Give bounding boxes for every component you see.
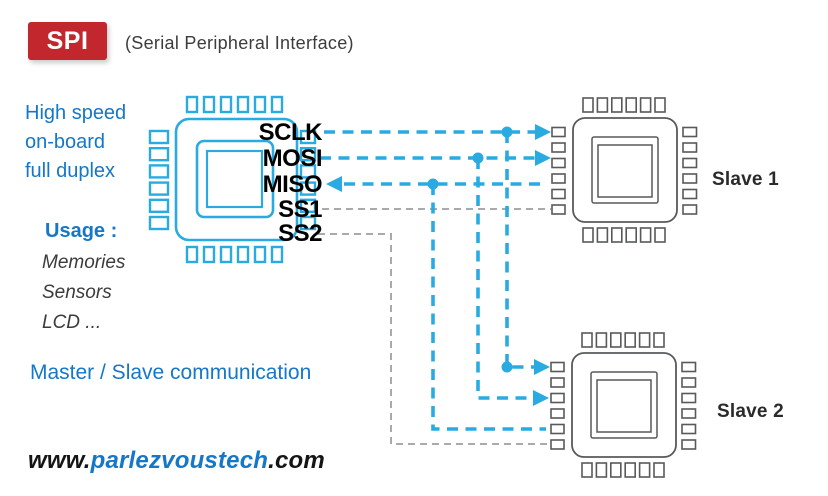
signal-label-sclk: SCLK [258,119,323,146]
miso-branch-line [431,184,546,431]
mosi-slave1-arrow [535,150,551,166]
mosi-branch-line [476,158,533,400]
miso-junction-dot [427,178,439,190]
sclk-junction-dot [501,126,513,138]
sclk-branch-line [505,132,534,369]
website-url: www.parlezvoustech.com [28,447,325,475]
usage-item-sensors: Sensors [42,282,112,303]
slave-select-lines [318,208,551,445]
slave-1-label: Slave 1 [712,169,779,190]
signal-label-ss2: SS2 [278,220,322,247]
sclk-slave2-arrow [534,359,550,375]
signal-label-miso: MISO [262,171,323,198]
mosi-slave2-arrow [533,390,549,406]
ss2-line [318,233,550,445]
subtitle: (Serial Peripheral Interface) [125,33,354,53]
arrow-heads [326,124,551,406]
tagline: High speed on-board full duplex [25,99,126,186]
tagline-line-3: full duplex [25,160,116,182]
master-chip [148,95,317,264]
spi-bus-lines [320,130,546,431]
tagline-line-1: High speed [25,102,127,124]
usage-heading: Usage : [45,220,118,242]
spi-badge: SPI [28,22,107,60]
caption: Master / Slave communication [30,361,312,384]
usage-item-memories: Memories [42,252,126,273]
usage-list: Memories Sensors LCD ... [42,248,125,338]
tagline-line-2: on-board [25,131,106,153]
sclk-corner-dot [501,361,513,373]
slave-1-chip [551,97,698,243]
miso-master-arrow [326,176,342,192]
website-suffix: .com [268,447,325,474]
website-name: parlezvoustech [90,447,269,474]
mosi-junction-dot [472,152,484,164]
branch-dots [427,126,513,373]
signal-label-ss1: SS1 [278,196,322,223]
usage-item-lcd: LCD ... [42,312,102,333]
slave-2-chip [550,332,697,478]
website-prefix: www. [28,447,91,474]
signal-label-mosi: MOSI [262,145,323,172]
sclk-slave1-arrow [535,124,551,140]
spi-badge-label: SPI [46,26,89,55]
slave-2-label: Slave 2 [717,401,784,422]
